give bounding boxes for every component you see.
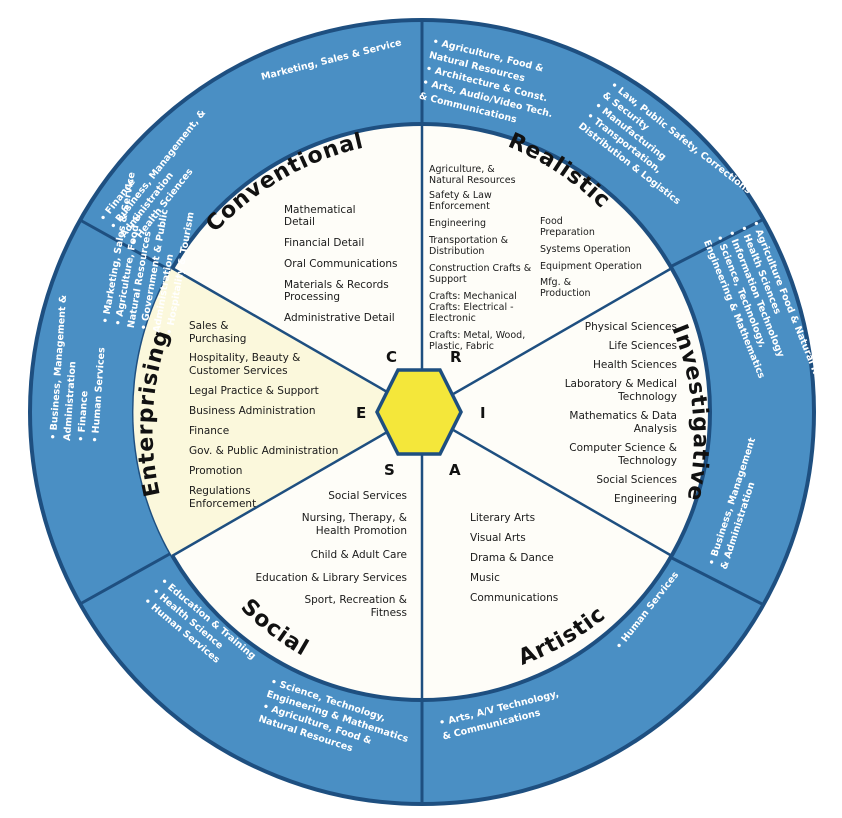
skill-item: Materials & Records bbox=[284, 279, 389, 291]
skill-item: Music bbox=[470, 572, 500, 584]
skill-item: Technology bbox=[617, 455, 677, 467]
skill-item: Production bbox=[540, 288, 591, 299]
skill-item: Education & Library Services bbox=[256, 572, 407, 584]
skill-item: Electronic bbox=[429, 313, 476, 324]
letter-r: R bbox=[450, 348, 462, 366]
letter-e: E bbox=[356, 404, 366, 422]
skill-item: Mathematics & Data bbox=[569, 410, 677, 422]
skill-item: Social Services bbox=[328, 490, 407, 502]
skill-item: Life Sciences bbox=[609, 340, 677, 352]
skill-item: Physical Sciences bbox=[585, 321, 677, 333]
skill-item: Construction Crafts & bbox=[429, 263, 532, 274]
skill-item: Health Promotion bbox=[316, 525, 407, 537]
skill-item: Equipment Operation bbox=[540, 261, 642, 272]
enterprising-wedge bbox=[133, 268, 423, 556]
skill-item: Legal Practice & Support bbox=[189, 385, 319, 397]
skill-item: Fitness bbox=[371, 607, 407, 619]
skill-item: Financial Detail bbox=[284, 237, 364, 249]
skill-item: Computer Science & bbox=[569, 442, 677, 454]
skill-item: Distribution bbox=[429, 246, 484, 257]
skill-item: Food bbox=[540, 216, 563, 227]
skill-item: Plastic, Fabric bbox=[429, 341, 494, 352]
skill-item: Enforcement bbox=[189, 498, 256, 510]
skill-item: Oral Communications bbox=[284, 258, 398, 270]
skill-item: Social Sciences bbox=[596, 474, 677, 486]
skill-item: Technology bbox=[617, 391, 677, 403]
cluster-item: • Finance bbox=[76, 390, 91, 442]
skill-item: Engineering bbox=[429, 218, 486, 229]
skill-item: Mathematical bbox=[284, 204, 356, 216]
skill-item: Mfg. & bbox=[540, 277, 572, 288]
skill-item: Sport, Recreation & bbox=[304, 594, 407, 606]
skill-item: Crafts: Electrical - bbox=[429, 302, 514, 313]
skill-item: Nursing, Therapy, & bbox=[302, 512, 407, 524]
skill-item: Safety & Law bbox=[429, 190, 492, 201]
skill-item: Enforcement bbox=[429, 201, 490, 212]
skill-item: Preparation bbox=[540, 227, 595, 238]
skill-item: Transportation & bbox=[428, 235, 509, 246]
skill-item: Detail bbox=[284, 216, 315, 228]
skill-item: Systems Operation bbox=[540, 244, 631, 255]
skill-item: Business Administration bbox=[189, 405, 315, 417]
skill-item: Health Sciences bbox=[593, 359, 677, 371]
skill-item: Literary Arts bbox=[470, 512, 535, 524]
skill-item: Engineering bbox=[614, 493, 677, 505]
skill-item: Drama & Dance bbox=[470, 552, 554, 564]
skill-item: Gov. & Public Administration bbox=[189, 445, 338, 457]
riasec-hexagon bbox=[375, 368, 463, 456]
skill-item: Purchasing bbox=[189, 333, 246, 345]
skill-item: Natural Resources bbox=[429, 175, 516, 186]
skill-item: Regulations bbox=[189, 485, 251, 497]
skill-item: Promotion bbox=[189, 465, 242, 477]
skill-item: Agriculture, & bbox=[429, 164, 495, 175]
letter-c: C bbox=[386, 348, 397, 366]
skill-item: Finance bbox=[189, 425, 229, 437]
skill-item: Crafts: Metal, Wood, bbox=[429, 330, 525, 341]
skill-item: Communications bbox=[470, 592, 558, 604]
skill-item: Support bbox=[429, 274, 467, 285]
letter-a: A bbox=[449, 461, 461, 479]
skill-item: Visual Arts bbox=[470, 532, 526, 544]
skill-item: Child & Adult Care bbox=[311, 549, 407, 561]
skill-item: Laboratory & Medical bbox=[565, 378, 677, 390]
skill-item: Hospitality, Beauty & bbox=[189, 352, 300, 364]
skill-item: Sales & bbox=[189, 320, 228, 332]
skill-item: Customer Services bbox=[189, 365, 288, 377]
skill-item: Analysis bbox=[634, 423, 677, 435]
skill-item: Administrative Detail bbox=[284, 312, 395, 324]
letter-i: I bbox=[480, 404, 486, 422]
skill-item: Crafts: Mechanical bbox=[429, 291, 517, 302]
letter-s: S bbox=[384, 461, 395, 479]
skill-item: Processing bbox=[284, 291, 340, 303]
